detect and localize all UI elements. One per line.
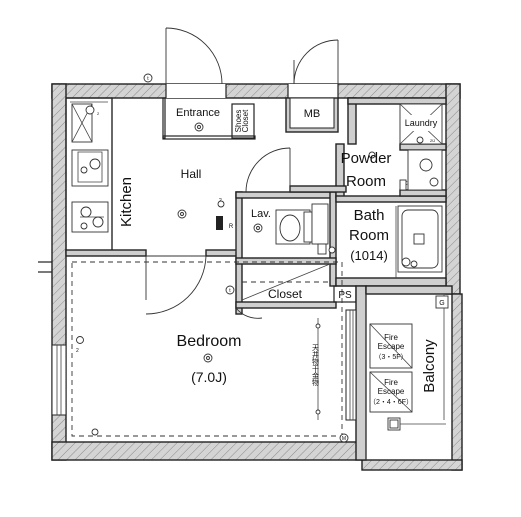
ps-label: PS xyxy=(338,290,352,301)
entrance-details xyxy=(194,122,204,132)
bath-room-label-line2: Room xyxy=(349,227,389,244)
svg-text:2Ü: 2Ü xyxy=(430,138,435,143)
fire-escape-1-line2: Escape xyxy=(378,342,405,351)
room-labels: Entrance Shoes Closet MB Laundry Powder … xyxy=(118,107,445,442)
kitchen-label: Kitchen xyxy=(118,177,135,227)
g-mark-label: G xyxy=(439,300,444,307)
powder-room-label-line1: Powder xyxy=(341,150,392,167)
balcony-label: Balcony xyxy=(421,339,438,393)
svg-text:2: 2 xyxy=(76,348,79,354)
small-marker-top: t xyxy=(143,73,153,83)
shoes-closet-label-line2: Closet xyxy=(241,109,250,132)
fire-escape-2-line3: （2・4・6F） xyxy=(369,398,413,406)
fire-escape-1-line1: Fire xyxy=(384,333,398,342)
ceiling-dryer-label: 天井物干金物 xyxy=(312,344,320,387)
fire-escape-2-line2: Escape xyxy=(378,387,405,396)
laundry-label: Laundry xyxy=(405,118,438,128)
lav-label: Lav. xyxy=(251,208,271,220)
bedroom-size-label: (7.0J) xyxy=(191,369,227,385)
mb-door-swing xyxy=(293,39,339,85)
bath-fixtures xyxy=(328,205,443,278)
svg-text:t: t xyxy=(229,288,231,294)
powder-fixtures: 2Ü C xyxy=(368,103,443,191)
closet-label: Closet xyxy=(268,287,303,301)
kitchen-fixtures: 2 xyxy=(71,103,109,233)
m-mark-label: M xyxy=(342,436,346,442)
closet-details: t xyxy=(225,263,331,301)
balcony-details xyxy=(365,294,449,460)
hall-label: Hall xyxy=(181,167,202,181)
fire-escape-2-line1: Fire xyxy=(384,378,398,387)
r-mark-label: R xyxy=(229,224,234,230)
bedroom-details: 2 xyxy=(71,255,357,443)
entrance-door-swing xyxy=(165,27,223,85)
svg-text:t: t xyxy=(147,76,149,82)
bath-size-label: (1014) xyxy=(350,248,388,263)
fire-escape-1-line3: （3・5F） xyxy=(374,353,407,361)
entrance-label: Entrance xyxy=(176,107,220,119)
powder-room-label-line2: Room xyxy=(346,173,386,190)
hall-details: 2 xyxy=(177,198,225,230)
shoes-closet-label-line1: Shoes xyxy=(234,110,243,133)
bath-room-label-line1: Bath xyxy=(354,207,385,224)
svg-text:2: 2 xyxy=(97,111,100,116)
bedroom-label: Bedroom xyxy=(177,333,242,350)
lavatory-fixtures xyxy=(235,147,329,255)
interior-walls xyxy=(65,97,453,461)
mb-label: MB xyxy=(304,108,321,120)
